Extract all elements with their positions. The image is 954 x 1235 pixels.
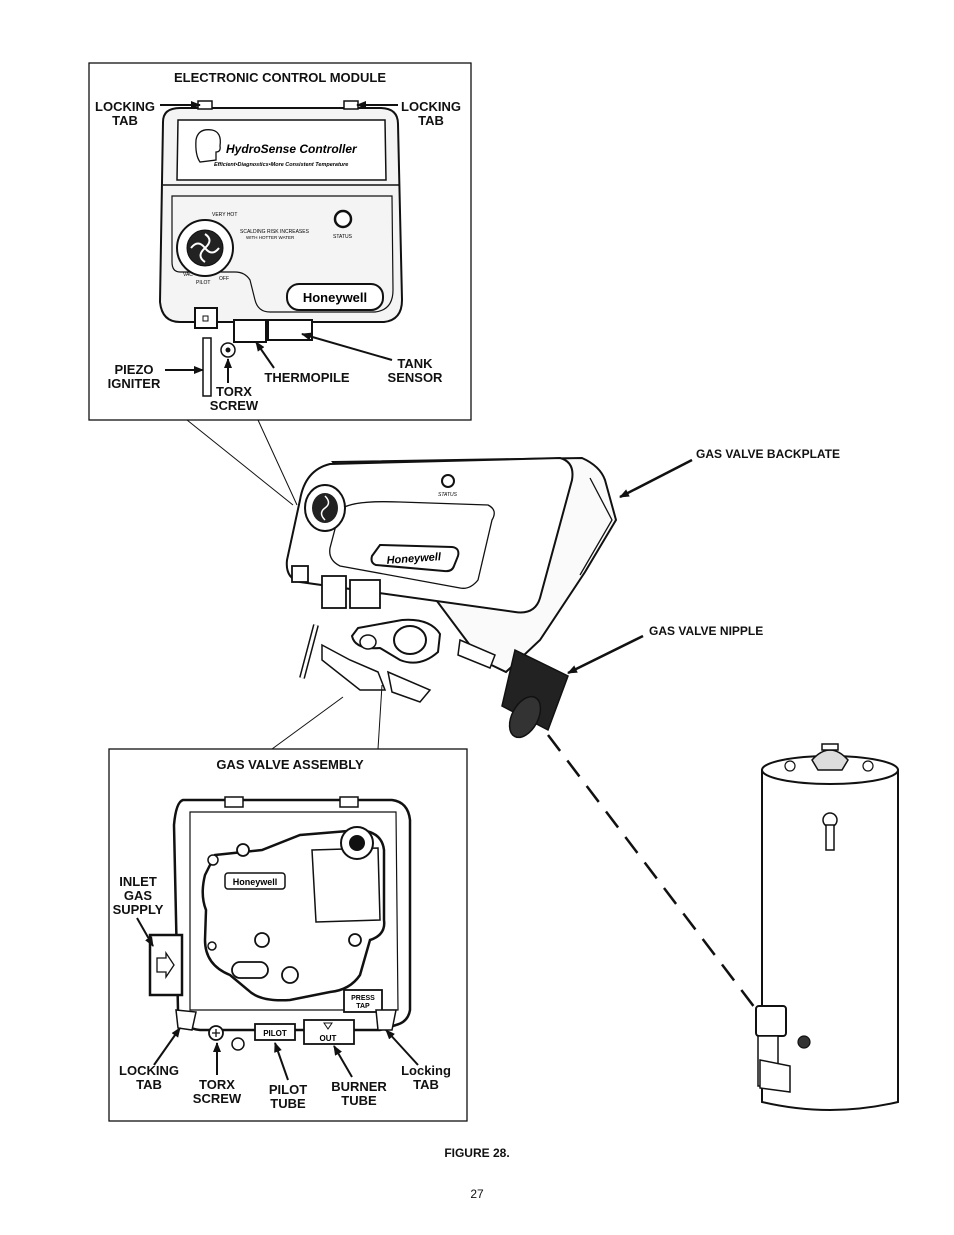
label-line: LOCKING [95, 99, 155, 114]
label-line: BURNER [331, 1079, 387, 1094]
label-line: TAB [418, 113, 444, 128]
controller-tagline-text: Efficient•Diagnostics•More Consistent Te… [214, 162, 348, 168]
press-tap-line2: TAP [356, 1003, 370, 1010]
label-line: GAS [123, 888, 153, 903]
water-heater-drawing [755, 743, 899, 1111]
label-gas-valve-backplate: GAS VALVE BACKPLATE [696, 447, 841, 461]
gva-title: GAS VALVE ASSEMBLY [216, 757, 364, 772]
label-inlet-gas-supply: INLET GAS SUPPLY [108, 875, 168, 917]
scald-warning-line2: WITH HOTTER WATER [246, 235, 295, 240]
label-line: TAB [136, 1077, 162, 1092]
label-line: SENSOR [387, 370, 443, 385]
gas-valve-perspective-drawing: STATUS Honeywell [285, 456, 618, 739]
control-module-drawing: HydroSense Controller Efficient•Diagnost… [158, 100, 404, 397]
label-locking-tab-left-bottom: LOCKING TAB [116, 1064, 182, 1092]
pilot-port-text: PILOT [263, 1029, 287, 1038]
label-burner-tube: BURNER TUBE [326, 1080, 392, 1108]
control-module-frame [88, 62, 472, 421]
figure-caption: FIGURE 28. [444, 1146, 510, 1160]
middle-honeywell-text: Honeywell [386, 551, 442, 567]
status-text: STATUS [333, 234, 353, 240]
label-line: SCREW [209, 398, 259, 413]
label-torx-screw-top: TORX SCREW [203, 385, 265, 413]
label-line: TANK [397, 356, 433, 371]
middle-status-text: STATUS [438, 492, 458, 498]
label-line: TORX [216, 384, 252, 399]
label-line: INLET [119, 874, 157, 889]
honeywell-badge-text: Honeywell [303, 290, 367, 305]
label-line: IGNITER [107, 376, 161, 391]
label-gas-valve-nipple: GAS VALVE NIPPLE [649, 624, 764, 638]
off-text: OFF [219, 276, 229, 282]
label-line: Locking [401, 1063, 451, 1078]
controller-brand-text: HydroSense Controller [226, 142, 358, 156]
vac-text: VAC [183, 272, 193, 278]
page-number: 27 [470, 1187, 484, 1201]
label-line: TUBE [270, 1096, 306, 1111]
assembly-honeywell-text: Honeywell [233, 877, 278, 887]
label-line: TORX [199, 1077, 235, 1092]
label-tank-sensor: TANK SENSOR [383, 357, 447, 385]
label-line: TAB [413, 1077, 439, 1092]
label-torx-screw-bottom: TORX SCREW [186, 1078, 248, 1106]
label-line: TAB [112, 113, 138, 128]
gas-valve-assembly-frame [108, 748, 468, 1122]
label-locking-tab-left-top: LOCKING TAB [93, 100, 157, 128]
label-locking-tab-right-top: LOCKING TAB [398, 100, 464, 128]
label-line: LOCKING [401, 99, 461, 114]
scald-warning-line1: SCALDING RISK INCREASES [240, 229, 310, 235]
label-line: PILOT [268, 1082, 308, 1097]
out-port-text: OUT [320, 1034, 337, 1043]
gas-valve-assembly-drawing: Honeywell PRESS TAP PILOT OUT [148, 796, 412, 1051]
label-line: LOCKING [119, 1063, 179, 1078]
label-pilot-tube: PILOT TUBE [258, 1083, 318, 1111]
label-line: SCREW [192, 1091, 242, 1106]
ecm-title: ELECTRONIC CONTROL MODULE [173, 70, 387, 85]
label-locking-tab-right-bottom: Locking TAB [393, 1064, 459, 1092]
label-line: TUBE [341, 1093, 377, 1108]
label-line: SUPPLY [112, 902, 164, 917]
label-line: PIEZO [114, 362, 154, 377]
pilot-text: PILOT [196, 280, 210, 286]
label-thermopile: THERMOPILE [264, 370, 350, 385]
label-piezo-igniter: PIEZO IGNITER [103, 363, 165, 391]
press-tap-line1: PRESS [351, 995, 375, 1002]
very-hot-text: VERY HOT [212, 212, 237, 218]
